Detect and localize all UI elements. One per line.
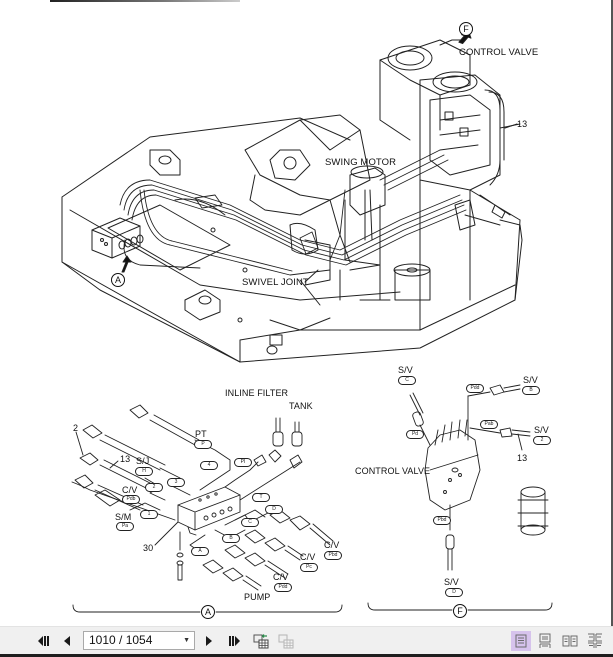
previous-page-icon	[64, 636, 70, 646]
label-tank: TANK	[289, 401, 313, 411]
label-inline-filter: INLINE FILTER	[225, 388, 289, 398]
callout-a-main: A	[111, 273, 125, 287]
port-pdd-f: Pdd	[466, 384, 484, 393]
port-sv-2: 2	[533, 436, 551, 445]
main-view-manifold	[91, 217, 144, 259]
port-pd: Pd	[406, 430, 424, 439]
view-continuous-button[interactable]	[536, 632, 554, 650]
page-top-artifact	[50, 0, 240, 2]
detail-a-title: A	[201, 605, 215, 619]
window-right-border	[611, 0, 613, 626]
label-cv-1: C/V	[324, 540, 340, 550]
next-page-button[interactable]	[200, 632, 218, 650]
two-page-icon	[562, 635, 578, 647]
label-sv-right-2: S/V	[534, 425, 549, 435]
port-pbd-f: Pbd	[433, 516, 451, 525]
table-import-icon	[278, 634, 294, 649]
label-sm: S/M	[115, 512, 132, 522]
port-sv-b: B	[522, 386, 540, 395]
port-pbd: Pbd	[324, 551, 342, 560]
callout-f-main: F	[459, 22, 473, 36]
port-3: 3	[167, 478, 185, 487]
boom-bracket	[244, 114, 371, 263]
table-export-button[interactable]	[252, 632, 270, 650]
label-item-13-a: 13	[120, 454, 131, 464]
label-cv-2: C/V	[300, 552, 316, 562]
view-single-page-button[interactable]	[511, 631, 531, 651]
view-two-page-button[interactable]	[561, 632, 579, 650]
page-number-value: 1010 / 1054	[89, 633, 153, 647]
port-pdd: Pdd	[274, 583, 292, 592]
table-export-icon	[253, 634, 269, 649]
port-1: 1	[140, 510, 158, 519]
window-bottom-edge	[0, 654, 613, 657]
label-item-2: 2	[73, 423, 79, 433]
swing-motor	[344, 165, 386, 266]
label-control-valve-main: CONTROL VALVE	[459, 47, 539, 58]
label-sv-bottom: S/V	[444, 577, 459, 587]
first-page-button[interactable]	[34, 632, 52, 650]
port-d: D	[265, 505, 283, 514]
viewer-toolbar: 1010 / 1054 ▼	[0, 626, 613, 655]
label-item-13-main: 13	[517, 119, 528, 129]
detail-f-title: F	[453, 604, 467, 618]
port-p: P	[194, 440, 212, 449]
label-control-valve-f: CONTROL VALVE	[355, 466, 431, 476]
dropdown-arrow-icon: ▼	[183, 637, 190, 644]
document-page: F CONTROL VALVE 13 SWING MOTOR SWIVEL JO…	[50, 0, 553, 619]
label-sj: S/J	[136, 456, 150, 466]
port-pc: Pc	[300, 563, 318, 572]
view-two-page-continuous-button[interactable]	[586, 632, 604, 650]
next-page-icon	[206, 636, 212, 646]
label-sv-top: S/V	[398, 365, 413, 375]
port-b: B	[222, 534, 240, 543]
label-cv-3: C/V	[273, 572, 289, 582]
label-swing-motor: SWING MOTOR	[325, 157, 397, 168]
page-number-select[interactable]: 1010 / 1054 ▼	[83, 631, 195, 650]
detail-f-lines	[367, 384, 553, 611]
table-import-button	[277, 632, 295, 650]
port-sv-c: C	[398, 376, 416, 385]
port-h: H	[135, 467, 153, 476]
swivel-joint	[289, 222, 431, 306]
port-pab: Pab	[480, 420, 498, 429]
label-pump: PUMP	[244, 592, 271, 602]
port-c: C	[241, 518, 259, 527]
detail-a-lines	[71, 404, 343, 613]
port-4: 4	[200, 461, 218, 470]
two-page-continuous-icon	[588, 633, 602, 648]
leader-swivel	[304, 269, 319, 283]
leader-13-main	[504, 123, 518, 129]
first-page-icon	[38, 636, 49, 646]
label-swivel-joint: SWIVEL JOINT	[242, 277, 309, 288]
port-a: A	[191, 547, 209, 556]
last-page-icon	[229, 636, 240, 646]
port-pi: PI	[234, 458, 252, 467]
arrow-to-a	[121, 255, 132, 273]
port-sv-d: D	[445, 588, 463, 597]
port-pa: Pa	[116, 522, 134, 531]
label-cv-left: C/V	[122, 485, 138, 495]
last-page-button[interactable]	[226, 632, 244, 650]
previous-page-button[interactable]	[58, 632, 76, 650]
port-pdb: Pdb	[122, 495, 140, 504]
port-t: T	[252, 493, 270, 502]
hose-bundle	[119, 149, 467, 276]
port-2: 2	[145, 483, 163, 492]
main-frame-deck	[61, 117, 521, 363]
single-page-icon	[515, 634, 527, 648]
label-item-13-f: 13	[517, 453, 528, 463]
label-pt: PT	[195, 429, 207, 439]
label-sv-right-1: S/V	[523, 375, 538, 385]
control-valve-tower	[379, 39, 521, 331]
continuous-page-icon	[539, 633, 551, 648]
label-item-30: 30	[143, 543, 154, 553]
hydraulic-diagram-drawing	[61, 30, 553, 613]
